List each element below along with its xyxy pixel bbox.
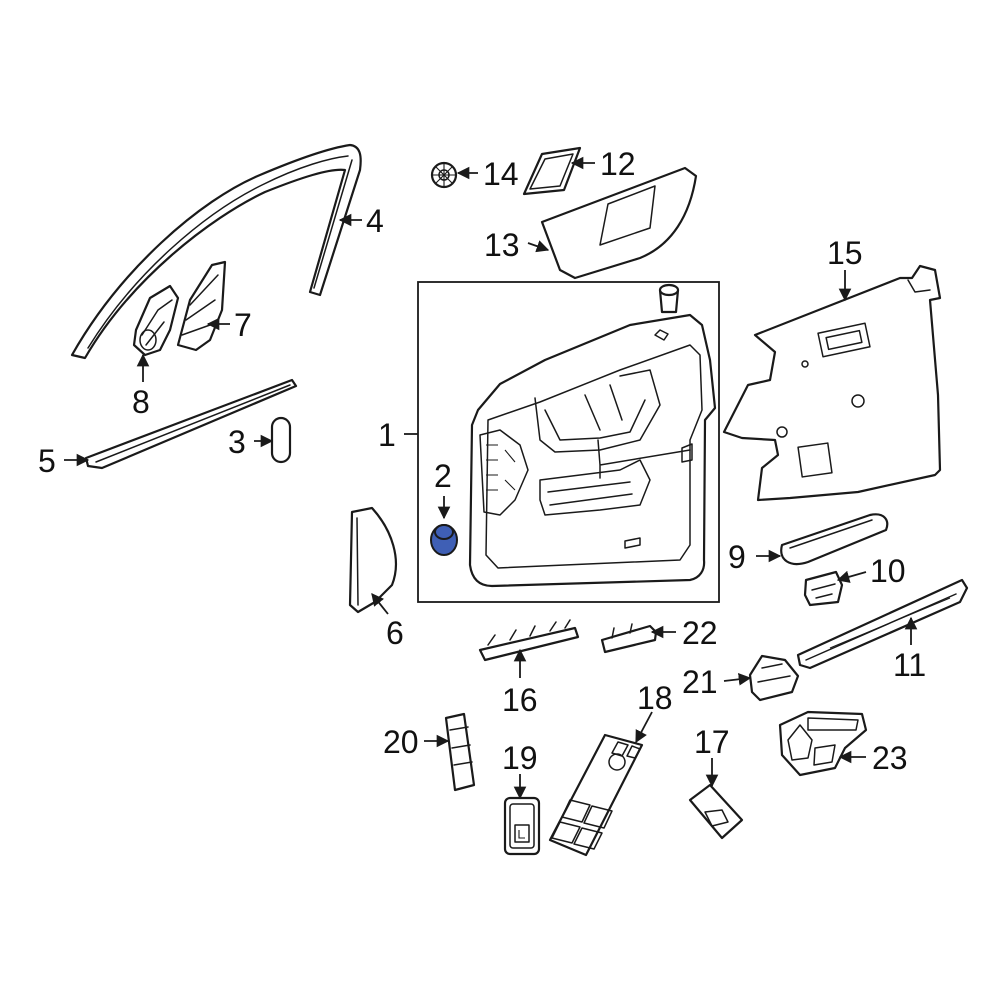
part-2-fastener-head [434,524,454,540]
part-5-belt-molding[interactable] [84,378,298,470]
part-17-switch[interactable] [688,783,744,840]
leader-lines [64,156,918,800]
callout-13[interactable]: 13 [484,227,520,263]
callout-20[interactable]: 20 [383,724,419,760]
callout-4[interactable]: 4 [366,203,384,239]
callout-labels: 1 2 3 4 5 6 7 8 9 10 11 12 13 14 15 16 1… [38,146,926,776]
part-9-armrest-pad[interactable] [780,513,889,566]
part-22-clip[interactable] [600,623,658,654]
leader-21 [723,673,752,686]
callout-16[interactable]: 16 [502,682,538,718]
part-15-insulation[interactable] [722,264,942,502]
part-1-group-box [417,281,720,603]
part-1-door-trim-panel[interactable] [468,313,717,588]
leader-18 [635,711,653,744]
callout-2[interactable]: 2 [434,458,452,494]
callout-18[interactable]: 18 [637,680,673,716]
part-23-seat-switch[interactable] [778,710,868,777]
part-8-mirror-cover[interactable] [132,284,180,357]
part-4-frame-seal[interactable] [70,143,362,360]
part-12-frame[interactable] [522,146,582,196]
callout-19[interactable]: 19 [502,740,538,776]
part-2-highlighted-fastener[interactable] [430,524,458,556]
callout-22[interactable]: 22 [682,615,718,651]
part-18-window-switch-panel[interactable] [548,733,644,857]
leader-10 [836,570,867,583]
callout-15[interactable]: 15 [827,235,863,271]
part-11-lower-trim[interactable] [796,578,969,670]
callout-12[interactable]: 12 [600,146,636,182]
callout-5[interactable]: 5 [38,443,56,479]
callout-17[interactable]: 17 [694,724,730,760]
callout-21[interactable]: 21 [682,664,718,700]
callout-11[interactable]: 11 [893,647,926,683]
part-10-door-handle[interactable] [803,570,844,607]
callout-7[interactable]: 7 [234,307,252,343]
part-21-pull-cup[interactable] [748,654,800,702]
callout-9[interactable]: 9 [728,539,746,575]
callout-3[interactable]: 3 [228,424,246,460]
callout-6[interactable]: 6 [386,615,404,651]
part-1-clip[interactable] [658,283,680,314]
part-3-cap[interactable] [270,416,292,464]
leader-13 [527,240,550,253]
part-16-bracket[interactable] [478,619,580,662]
callout-23[interactable]: 23 [872,740,908,776]
part-14-clip[interactable] [430,161,458,189]
part-19-single-switch[interactable] [503,796,541,856]
leader-6 [371,593,389,615]
callout-14[interactable]: 14 [483,156,519,192]
callout-8[interactable]: 8 [132,384,150,420]
part-20-switch-bracket[interactable] [444,712,476,792]
part-7-trim-piece[interactable] [176,260,227,352]
callout-1[interactable]: 1 [378,417,396,453]
part-13-grille-panel[interactable] [540,166,698,280]
callout-10[interactable]: 10 [870,553,906,589]
